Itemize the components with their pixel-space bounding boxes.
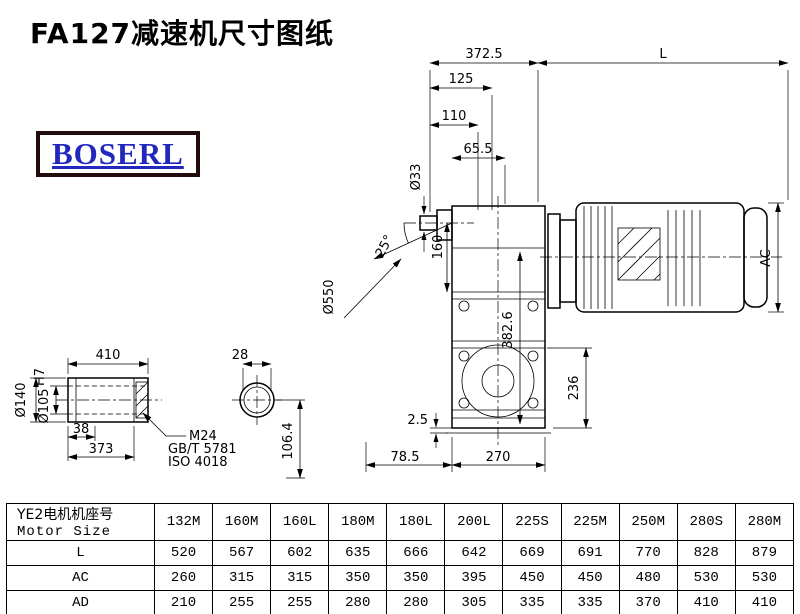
- table-cell: 450: [560, 565, 620, 591]
- dim-140: Ø140: [14, 382, 29, 417]
- table-cell: 350: [386, 565, 446, 591]
- motor-side-view: [540, 202, 782, 313]
- col-header-225s: 225S: [502, 503, 562, 541]
- table-cell: 770: [618, 540, 678, 566]
- table-cell: 255: [270, 590, 330, 614]
- col-header-280s: 280S: [676, 503, 736, 541]
- shaft-end-section-view: [232, 375, 282, 425]
- dim-25deg: 25°: [373, 233, 397, 260]
- dim-2-5: 2.5: [407, 413, 428, 428]
- table-row-AD: AD 210 255 255 280 280 305 335 335 370 4…: [6, 590, 795, 614]
- dim-236: 236: [567, 376, 582, 401]
- gearbox-front-view: [404, 196, 551, 448]
- table-cell: 520: [153, 540, 214, 566]
- table-cell: 642: [444, 540, 504, 566]
- col-header-250m: 250M: [618, 503, 678, 541]
- dim-105: Ø105: [37, 388, 52, 423]
- table-cell: 410: [734, 590, 795, 614]
- table-cell: 335: [560, 590, 620, 614]
- col-header-280m: 280M: [734, 503, 795, 541]
- motor-size-label-cn: YE2电机机座号: [17, 507, 114, 523]
- table-row-L: L 520 567 602 635 666 642 669 691 770 82…: [6, 540, 795, 566]
- col-header-132m: 132M: [153, 503, 214, 541]
- table-cell: 315: [270, 565, 330, 591]
- table-cell: 530: [676, 565, 736, 591]
- table-cell: 350: [328, 565, 388, 591]
- hollow-shaft-detail-view: [56, 377, 162, 423]
- dim-270: 270: [486, 450, 511, 465]
- table-cell: 666: [386, 540, 446, 566]
- table-cell: 395: [444, 565, 504, 591]
- dim-125: 125: [449, 72, 474, 87]
- table-row-AC: AC 260 315 315 350 350 395 450 450 480 5…: [6, 565, 795, 591]
- boserl-logo-box: BOSERL: [36, 131, 200, 178]
- table-cell: 450: [502, 565, 562, 591]
- dim-372-5: 372.5: [465, 47, 502, 62]
- page-title: FA127减速机尺寸图纸: [30, 17, 335, 50]
- dim-33: Ø33: [409, 164, 424, 191]
- dim-410: 410: [96, 348, 121, 363]
- row-label-L: L: [6, 540, 155, 566]
- dim-L: L: [659, 47, 667, 62]
- table-header-row: YE2电机机座号 Motor Size 132M 160M 160L 180M …: [6, 503, 795, 541]
- table-cell: 410: [676, 590, 736, 614]
- dim-78-5: 78.5: [391, 450, 420, 465]
- table-cell: 828: [676, 540, 736, 566]
- dim-110: 110: [442, 109, 467, 124]
- table-cell: 530: [734, 565, 795, 591]
- dim-28: 28: [232, 348, 249, 363]
- table-cell: 335: [502, 590, 562, 614]
- dim-106-4: 106.4: [281, 422, 296, 459]
- motor-size-label-en: Motor Size: [17, 524, 112, 540]
- table-cell: 370: [618, 590, 678, 614]
- dim-105-fit: H7: [33, 368, 48, 386]
- dim-65-5: 65.5: [464, 142, 493, 157]
- table-cell: 691: [560, 540, 620, 566]
- table-cell: 567: [212, 540, 272, 566]
- col-header-180m: 180M: [328, 503, 388, 541]
- table-cell: 879: [734, 540, 795, 566]
- table-cell: 602: [270, 540, 330, 566]
- table-cell: 260: [153, 565, 214, 591]
- table-cell: 315: [212, 565, 272, 591]
- dimensions: 372.5 L 125 110 65.5 Ø33 160 25° Ø550 38…: [14, 47, 789, 479]
- boserl-logo-text: BOSERL: [52, 136, 184, 171]
- table-cell: 305: [444, 590, 504, 614]
- table-header-motor-size: YE2电机机座号 Motor Size: [6, 503, 155, 541]
- col-header-180l: 180L: [386, 503, 446, 541]
- table-cell: 480: [618, 565, 678, 591]
- table-cell: 280: [328, 590, 388, 614]
- dim-160: 160: [431, 235, 446, 260]
- col-header-225m: 225M: [560, 503, 620, 541]
- dim-38: 38: [73, 422, 90, 437]
- col-header-200l: 200L: [444, 503, 504, 541]
- col-header-160l: 160L: [270, 503, 330, 541]
- table-cell: 280: [386, 590, 446, 614]
- dim-AC: AC: [759, 249, 774, 267]
- table-cell: 635: [328, 540, 388, 566]
- table-cell: 669: [502, 540, 562, 566]
- dim-373: 373: [89, 442, 114, 457]
- row-label-AD: AD: [6, 590, 155, 614]
- row-label-AC: AC: [6, 565, 155, 591]
- table-cell: 255: [212, 590, 272, 614]
- motor-size-table: YE2电机机座号 Motor Size 132M 160M 160L 180M …: [6, 503, 795, 614]
- thread-spec-m24: M24: [189, 429, 217, 444]
- dim-382-6: 382.6: [501, 311, 516, 348]
- standard-gbt: GB/T 5781: [168, 442, 237, 457]
- dim-550: Ø550: [322, 279, 337, 314]
- table-cell: 210: [153, 590, 214, 614]
- col-header-160m: 160M: [212, 503, 272, 541]
- standard-iso: ISO 4018: [168, 455, 228, 470]
